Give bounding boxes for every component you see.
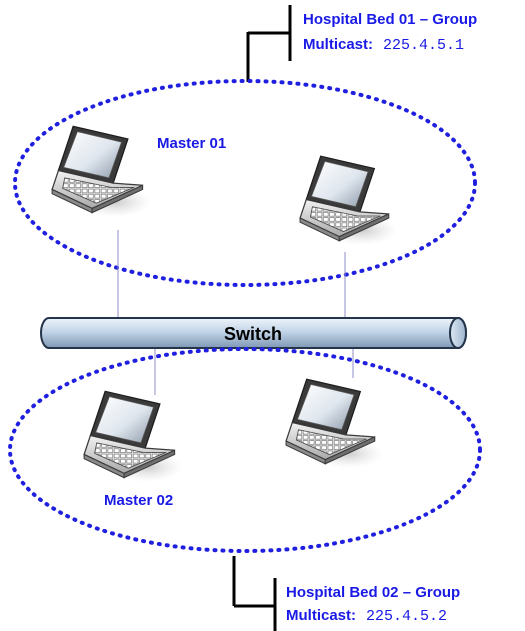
- group-02-boundary: [8, 347, 482, 553]
- group-01-bracket: [246, 5, 292, 82]
- laptop-icon: [83, 390, 182, 483]
- group-01-boundary: [13, 79, 477, 287]
- switch-bus: Switch: [40, 317, 467, 349]
- laptop-icon: [299, 155, 396, 246]
- laptop-icon: [285, 378, 382, 469]
- group-02-bracket: [232, 556, 277, 631]
- laptop-icon: [51, 125, 150, 218]
- connector-lines: [117, 230, 354, 395]
- group-02-multicast-address: 225.4.5.2: [366, 608, 447, 625]
- group-01-multicast: Multicast: 225.4.5.1: [303, 36, 464, 54]
- group-02-multicast-label: Multicast:: [286, 607, 356, 624]
- group-02-multicast: Multicast: 225.4.5.2: [286, 607, 447, 625]
- master-01-label: Master 01: [157, 135, 226, 152]
- master-02-label: Master 02: [104, 492, 173, 509]
- group-01-multicast-address: 225.4.5.1: [383, 37, 464, 54]
- group-02-title: Hospital Bed 02 – Group: [286, 584, 460, 601]
- switch-label: Switch: [224, 324, 282, 344]
- group-01-title: Hospital Bed 01 – Group: [303, 11, 477, 28]
- group-01-multicast-label: Multicast:: [303, 36, 373, 53]
